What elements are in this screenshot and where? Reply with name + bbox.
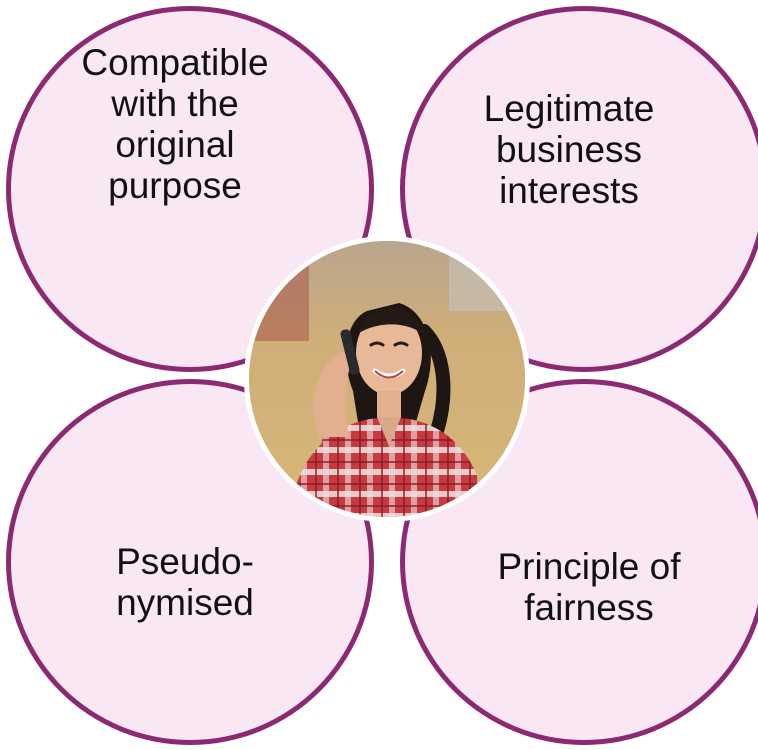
circle-label: Compatible with the original purpose [81,42,269,206]
circle-label: Pseudo- nymised [116,541,254,623]
circle-label: Principle of fairness [497,546,681,628]
center-photo [244,236,530,522]
woman-on-phone-illustration [249,241,525,517]
circle-label: Legitimate business interests [483,87,655,211]
circle-compatible-purpose: Compatible with the original purpose [6,6,374,372]
